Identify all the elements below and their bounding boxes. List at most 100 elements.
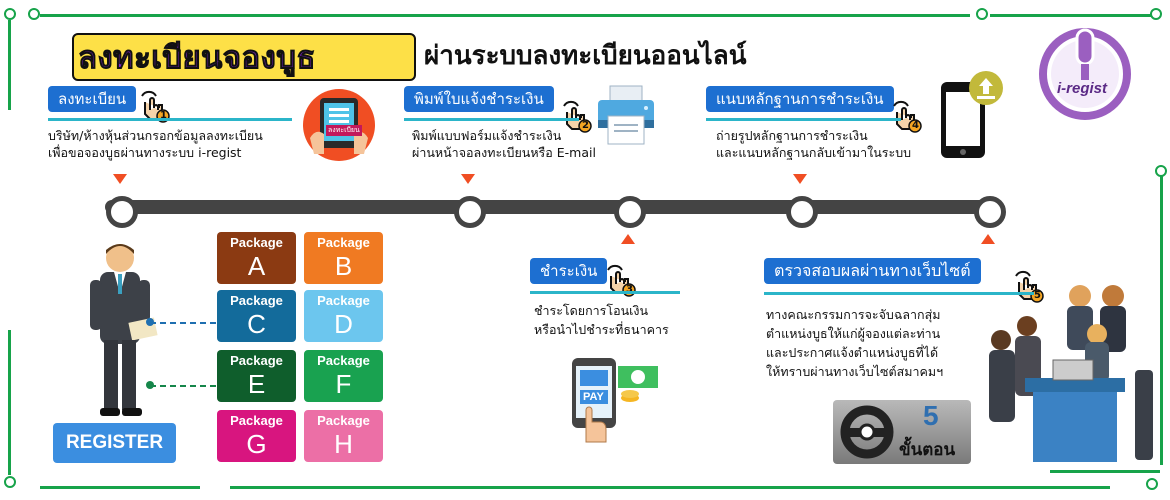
badge-text: ขั้นตอน <box>899 440 956 460</box>
timeline-node-2 <box>454 196 486 228</box>
arrow-down-icon <box>461 174 475 184</box>
step3-number: 3 <box>626 284 633 295</box>
package-label: Package <box>317 293 370 308</box>
step1-underline <box>48 118 292 121</box>
arrow-down-icon <box>113 174 127 184</box>
step4-number: 4 <box>912 120 919 131</box>
border-dot <box>1155 165 1167 177</box>
arrow-down-icon <box>793 174 807 184</box>
border-left-line <box>8 20 11 110</box>
businessman-icon <box>80 240 164 420</box>
package-d[interactable]: Package D <box>304 290 383 342</box>
timeline-node-4 <box>786 196 818 228</box>
connector-dot-e <box>146 381 154 389</box>
package-label: Package <box>230 235 283 250</box>
border-right-bottom-line <box>1050 470 1160 473</box>
border-dot <box>4 476 16 488</box>
page-subtitle: ผ่านระบบลงทะเบียนออนไลน์ <box>424 41 747 71</box>
step4-underline <box>706 118 901 121</box>
package-letter: B <box>334 251 353 281</box>
step4-desc-line2: และแนบหลักฐานกลับเข้ามาในระบบ <box>716 145 912 160</box>
border-bottom-line-2 <box>230 486 1110 489</box>
package-a[interactable]: Package A <box>217 232 296 284</box>
package-letter: D <box>334 309 353 339</box>
package-letter: F <box>335 369 352 399</box>
package-label: Package <box>230 293 283 308</box>
step3-desc-line2: หรือนำไปชำระที่ธนาคาร <box>534 322 669 337</box>
package-letter: A <box>247 251 266 281</box>
connector-dot-c <box>146 318 154 326</box>
step1-desc-line2: เพื่อขอจองบูธผ่านทางระบบ i-regist <box>48 145 242 160</box>
connector-line-c <box>150 322 226 324</box>
step3-underline <box>530 291 680 294</box>
package-g[interactable]: Package G <box>217 410 296 462</box>
phone-pay-icon: PAY <box>566 354 662 446</box>
step3-desc-line1: ชำระโดยการโอนเงิน <box>534 303 649 318</box>
package-h[interactable]: Package H <box>304 410 383 462</box>
step2-desc-line2: ผ่านหน้าจอลงทะเบียนหรือ E-mail <box>412 145 596 160</box>
border-dot <box>1146 478 1158 490</box>
step1-label: ลงทะเบียน <box>48 86 137 112</box>
step4-desc-line1: ถ่ายรูปหลักฐานการชำระเงิน <box>716 128 868 143</box>
step5-underline <box>764 292 1034 295</box>
package-letter: H <box>334 429 353 459</box>
package-label: Package <box>317 235 370 250</box>
border-right-line <box>1160 175 1163 465</box>
border-dot <box>4 8 16 20</box>
package-c[interactable]: Package C <box>217 290 296 342</box>
package-letter: E <box>247 369 266 399</box>
package-label: Package <box>317 353 370 368</box>
timeline-track <box>105 200 1000 214</box>
arrow-up-icon <box>981 234 995 244</box>
package-e[interactable]: Package E <box>217 350 296 402</box>
border-dot <box>1150 8 1162 20</box>
package-b[interactable]: Package B <box>304 232 383 284</box>
hand-tap-icon: 1 <box>136 90 170 123</box>
timeline-node-5 <box>974 196 1006 228</box>
page-title: ลงทะเบียนจองบูธ <box>78 40 316 77</box>
phone-upload-icon <box>936 70 1006 162</box>
package-f[interactable]: Package F <box>304 350 383 402</box>
package-label: Package <box>230 413 283 428</box>
printer-icon <box>594 84 658 146</box>
connector-line-e <box>150 385 226 387</box>
logo-text: i-regist <box>1057 80 1108 97</box>
title-highlight <box>72 33 416 81</box>
hand-tap-icon: 3 <box>602 264 636 297</box>
step5-label: ตรวจสอบผลผ่านทางเว็บไซต์ <box>764 258 981 284</box>
step5-number: 5 <box>1034 290 1041 301</box>
step2-underline <box>404 118 579 121</box>
hand-tap-icon: 4 <box>888 100 922 133</box>
badge-number: 5 <box>923 400 939 431</box>
step3-label: ชำระเงิน <box>530 258 608 284</box>
step2-label: พิมพ์ใบแจ้งชำระเงิน <box>404 86 554 112</box>
package-label: Package <box>317 413 370 428</box>
i-regist-logo: i-regist <box>1035 22 1135 122</box>
package-letter: G <box>246 429 267 459</box>
package-label: Package <box>230 353 283 368</box>
border-left-line-2 <box>8 330 11 475</box>
timeline-node-1 <box>106 196 138 228</box>
pay-text: PAY <box>583 391 604 403</box>
border-top-right-line <box>990 14 1155 17</box>
five-steps-badge: 5 ขั้นตอน <box>833 400 971 464</box>
tablet-text: ลงทะเบียน <box>326 125 362 136</box>
tablet-icon: ลงทะเบียน <box>302 88 376 162</box>
step4-label: แนบหลักฐานการชำระเงิน <box>706 86 894 112</box>
step2-desc-line1: พิมพ์แบบฟอร์มแจ้งชำระเงิน <box>412 128 562 143</box>
border-bottom-line <box>40 486 200 489</box>
step2-number: 2 <box>582 120 589 131</box>
step5-desc-line3: และประกาศแจ้งตำแหน่งบูธที่ได้ <box>766 345 939 360</box>
step1-number: 1 <box>160 110 167 121</box>
hand-tap-icon: 2 <box>558 100 592 133</box>
package-letter: C <box>247 309 266 339</box>
border-dot <box>976 8 988 20</box>
step1-desc-line1: บริษัท/ห้างหุ้นส่วนกรอกข้อมูลลงทะเบียน <box>48 128 263 143</box>
timeline-node-3 <box>614 196 646 228</box>
arrow-up-icon <box>621 234 635 244</box>
step5-desc-line2: ตำแหน่งบูธให้แก่ผู้จองแต่ละท่าน <box>766 326 941 341</box>
meeting-icon <box>985 282 1157 468</box>
register-button[interactable]: REGISTER <box>53 423 176 463</box>
step5-desc-line1: ทางคณะกรรมการจะจับฉลากสุ่ม <box>766 307 941 322</box>
border-dot <box>28 8 40 20</box>
